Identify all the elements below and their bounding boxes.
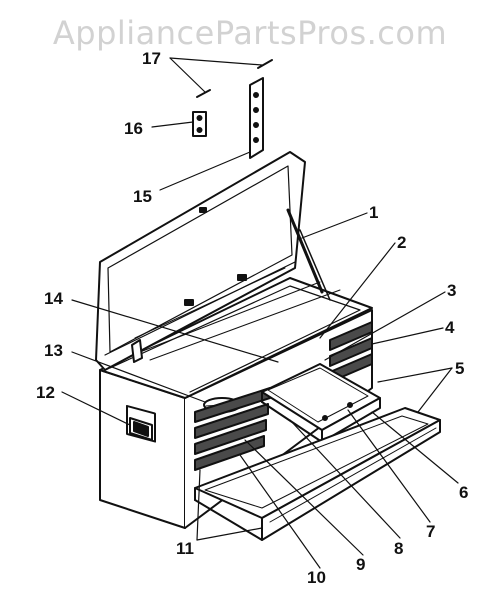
callout-4: 4	[445, 318, 455, 337]
callout-12: 12	[36, 383, 55, 402]
callout-7: 7	[426, 522, 436, 541]
callout-11: 11	[176, 539, 194, 558]
screw-part	[196, 59, 273, 98]
callout-14: 14	[44, 289, 63, 308]
callout-17: 17	[142, 49, 161, 68]
callout-16: 16	[124, 119, 143, 138]
callout-1: 1	[369, 203, 379, 222]
callout-6: 6	[459, 483, 469, 502]
callout-8: 8	[394, 539, 404, 558]
large-drawer	[194, 407, 441, 541]
drawer-fronts	[194, 321, 373, 471]
callout-2: 2	[397, 233, 407, 252]
callout-13: 13	[44, 341, 63, 360]
callout-9: 9	[356, 555, 366, 574]
hinge-strip-part	[249, 77, 264, 159]
callout-15: 15	[133, 187, 152, 206]
bracket-part	[192, 111, 207, 137]
leader-lines	[61, 57, 459, 569]
callout-3: 3	[447, 281, 457, 300]
callout-5: 5	[455, 359, 465, 378]
callout-10: 10	[307, 568, 326, 587]
